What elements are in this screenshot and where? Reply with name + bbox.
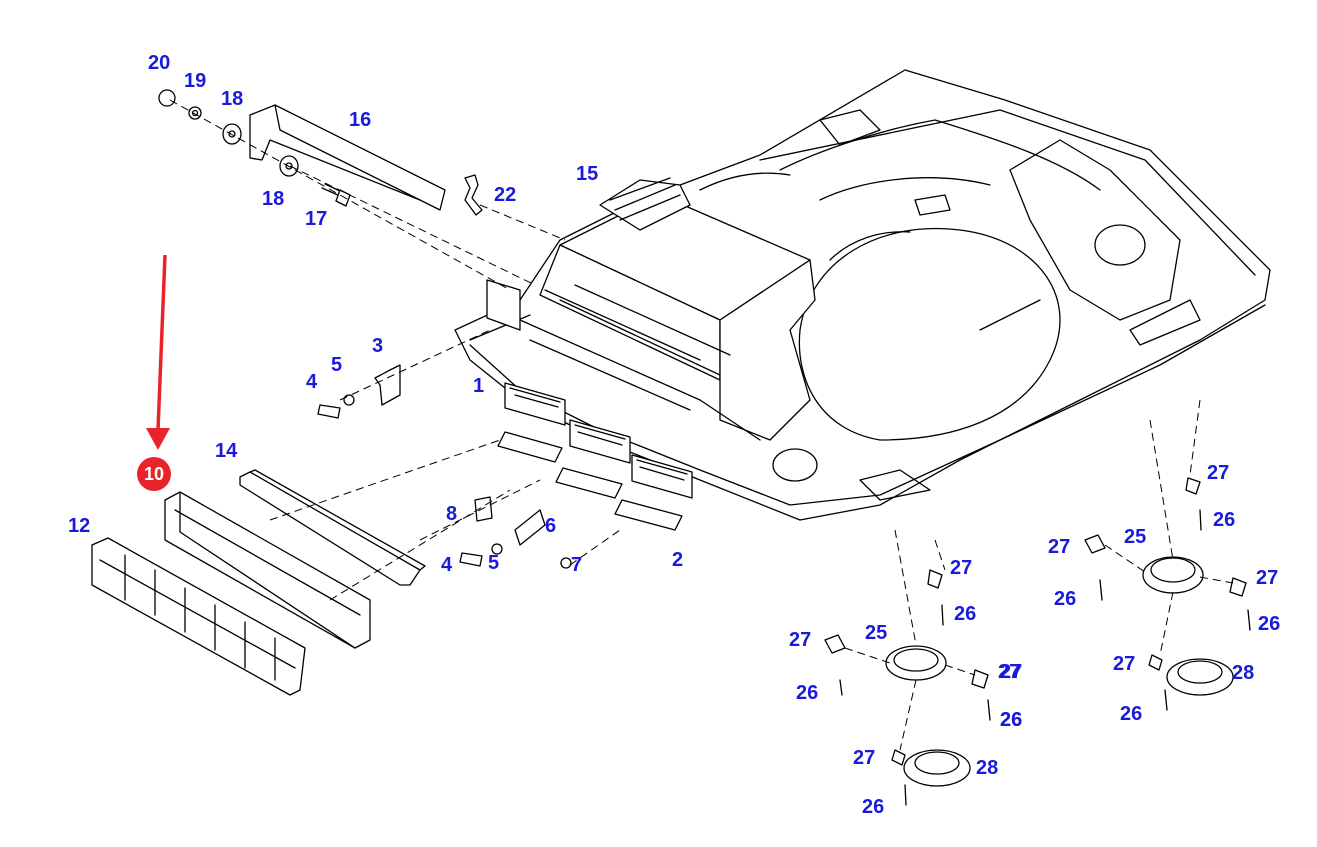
hardware-lower	[459, 496, 572, 569]
air-outlets	[497, 382, 693, 531]
callout-17: 17	[305, 208, 328, 230]
callout-27: 27	[1256, 567, 1279, 589]
callout-27: 27	[1000, 661, 1023, 683]
callout-27: 27	[950, 557, 973, 579]
filter-frame-12	[91, 537, 306, 696]
callout-27: 27	[1207, 462, 1230, 484]
bracket-16	[249, 104, 446, 211]
callout-2: 2	[672, 549, 684, 571]
callout-5: 5	[488, 552, 500, 574]
callout-28: 28	[1232, 662, 1255, 684]
callout-5: 5	[331, 354, 343, 376]
callout-26: 26	[1000, 709, 1023, 731]
callout-27: 27	[853, 747, 876, 769]
callout-27: 27	[1048, 536, 1071, 558]
callout-4: 4	[306, 371, 318, 393]
callout-7: 7	[571, 554, 583, 576]
callout-26: 26	[862, 796, 885, 818]
vent-assembly-right	[1084, 477, 1251, 711]
filter-cover-14	[239, 469, 426, 586]
callout-20: 20	[148, 52, 171, 74]
highlight-badge: 10	[137, 457, 171, 491]
mounting-plate	[486, 279, 521, 331]
callout-26: 26	[954, 603, 977, 625]
callout-26: 26	[796, 682, 819, 704]
callout-26: 26	[1054, 588, 1077, 610]
vent-assembly-left	[824, 569, 991, 806]
callout-1: 1	[473, 375, 485, 397]
callout-25: 25	[1124, 526, 1147, 548]
callout-4: 4	[441, 554, 453, 576]
callout-26: 26	[1258, 613, 1281, 635]
callout-26: 26	[1213, 509, 1236, 531]
callout-6: 6	[545, 515, 557, 537]
callout-16: 16	[349, 109, 372, 131]
callout-8: 8	[446, 503, 458, 525]
highlight-arrow	[146, 254, 170, 450]
callout-26: 26	[1000, 709, 1023, 731]
callout-18: 18	[221, 88, 244, 110]
callout-26: 26	[1120, 703, 1143, 725]
callout-28: 28	[976, 757, 999, 779]
callout-15: 15	[576, 163, 599, 185]
callout-22: 22	[494, 184, 517, 206]
callout-27: 27	[1113, 653, 1136, 675]
heater-unit	[519, 177, 816, 441]
filter-element-10	[164, 491, 371, 649]
callout-27: 27	[998, 661, 1021, 683]
callout-19: 19	[184, 70, 207, 92]
callout-12: 12	[68, 515, 91, 537]
callout-27: 27	[789, 629, 812, 651]
assembly-lines	[169, 99, 1234, 751]
callout-14: 14	[215, 440, 238, 462]
callout-25: 25	[865, 622, 888, 644]
callout-3: 3	[372, 335, 384, 357]
callout-18: 18	[262, 188, 285, 210]
